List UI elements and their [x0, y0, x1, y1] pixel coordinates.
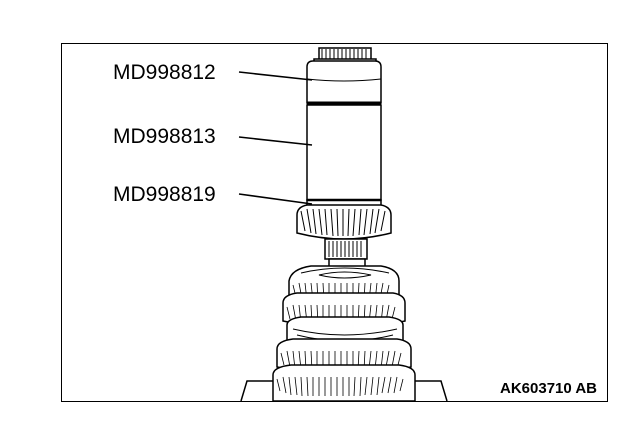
base-plate: [240, 380, 448, 401]
transmission-shaft-illustration: MD998812 MD998813 MD998819: [113, 47, 448, 401]
figure-frame: MD998812 MD998813 MD998819 AK603710 AB: [61, 43, 608, 402]
callout-md998819: MD998819: [113, 183, 216, 206]
gear-stack-4: [272, 364, 416, 401]
leader-line-md998812: [238, 71, 313, 81]
tool-md998813: [306, 104, 382, 201]
figure-code: AK603710 AB: [500, 380, 597, 397]
leader-line-md998813: [238, 136, 313, 146]
leader-lines: [238, 71, 313, 205]
upper-gear: [296, 204, 392, 240]
callout-md998813: MD998813: [113, 125, 216, 148]
leader-line-md998819: [238, 193, 313, 205]
callout-md998812: MD998812: [113, 61, 216, 84]
tool-md998812: [306, 60, 382, 105]
